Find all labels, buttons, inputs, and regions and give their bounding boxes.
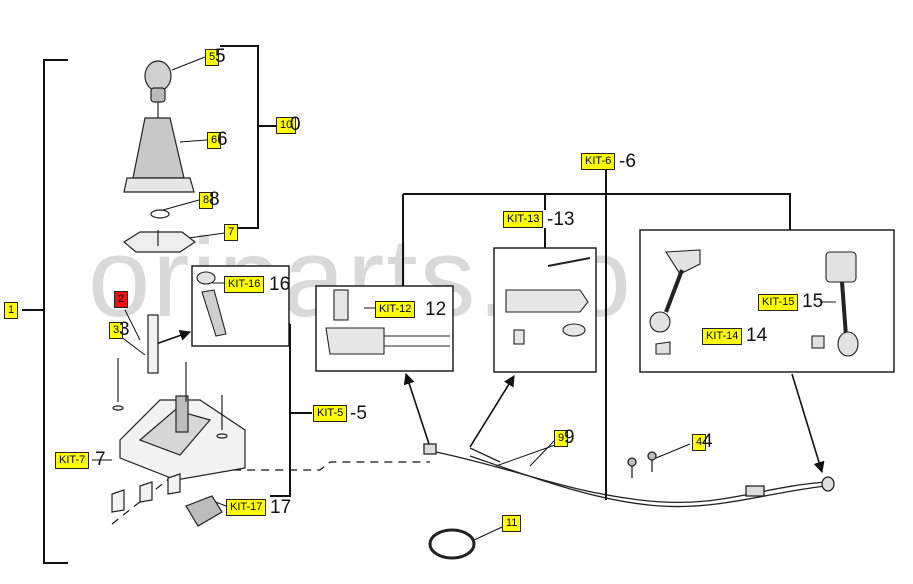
callout-8[interactable]: 8 [199, 192, 214, 209]
number-kit-7: 7 [95, 449, 106, 470]
number-9: 9 [564, 427, 575, 448]
callout-kit-15[interactable]: KIT-15 [758, 294, 799, 311]
number-kit-13: -13 [547, 209, 575, 230]
callout-kit-14[interactable]: KIT-14 [702, 328, 743, 345]
number-kit-5: -5 [350, 403, 367, 424]
number-kit-12: 12 [425, 299, 447, 320]
bracket-boot-kit-10 [220, 45, 259, 229]
number-kit-14: 14 [746, 325, 768, 346]
number-kit-15: 15 [802, 291, 824, 312]
bracket-assembly-1 [43, 59, 68, 564]
number-8: 8 [209, 189, 220, 210]
callout-kit-5[interactable]: KIT-5 [313, 405, 348, 422]
callout-kit-13[interactable]: KIT-13 [503, 211, 544, 228]
callout-kit-17[interactable]: KIT-17 [226, 499, 267, 516]
number-10: 0 [290, 114, 301, 135]
callout-4[interactable]: 4 [692, 434, 707, 451]
callout-7[interactable]: 7 [224, 224, 239, 241]
callout-kit-6[interactable]: KIT-6 [581, 153, 616, 170]
bracket-kit-6 [403, 193, 791, 230]
callout-1[interactable]: 1 [4, 302, 19, 319]
callout-3[interactable]: 3 [109, 322, 124, 339]
callout-kit-12[interactable]: KIT-12 [375, 301, 416, 318]
callout-kit-16[interactable]: KIT-16 [224, 276, 265, 293]
callout-5[interactable]: 5 [205, 49, 220, 66]
callout-10[interactable]: 10 [276, 117, 297, 134]
bracket-kit-5 [270, 324, 291, 497]
number-3: 3 [119, 319, 130, 340]
number-kit-17: 17 [270, 497, 292, 518]
callout-2[interactable]: 2 [114, 291, 129, 308]
callout-11[interactable]: 11 [502, 515, 522, 532]
callout-kit-7[interactable]: KIT-7 [55, 452, 90, 469]
number-6: 6 [217, 129, 228, 150]
number-4: 4 [702, 431, 713, 452]
callout-9[interactable]: 9 [554, 430, 569, 447]
callout-6[interactable]: 6 [207, 132, 222, 149]
number-kit-6: -6 [619, 151, 636, 172]
number-kit-16: 16 [269, 274, 291, 295]
number-5: 5 [215, 46, 226, 67]
